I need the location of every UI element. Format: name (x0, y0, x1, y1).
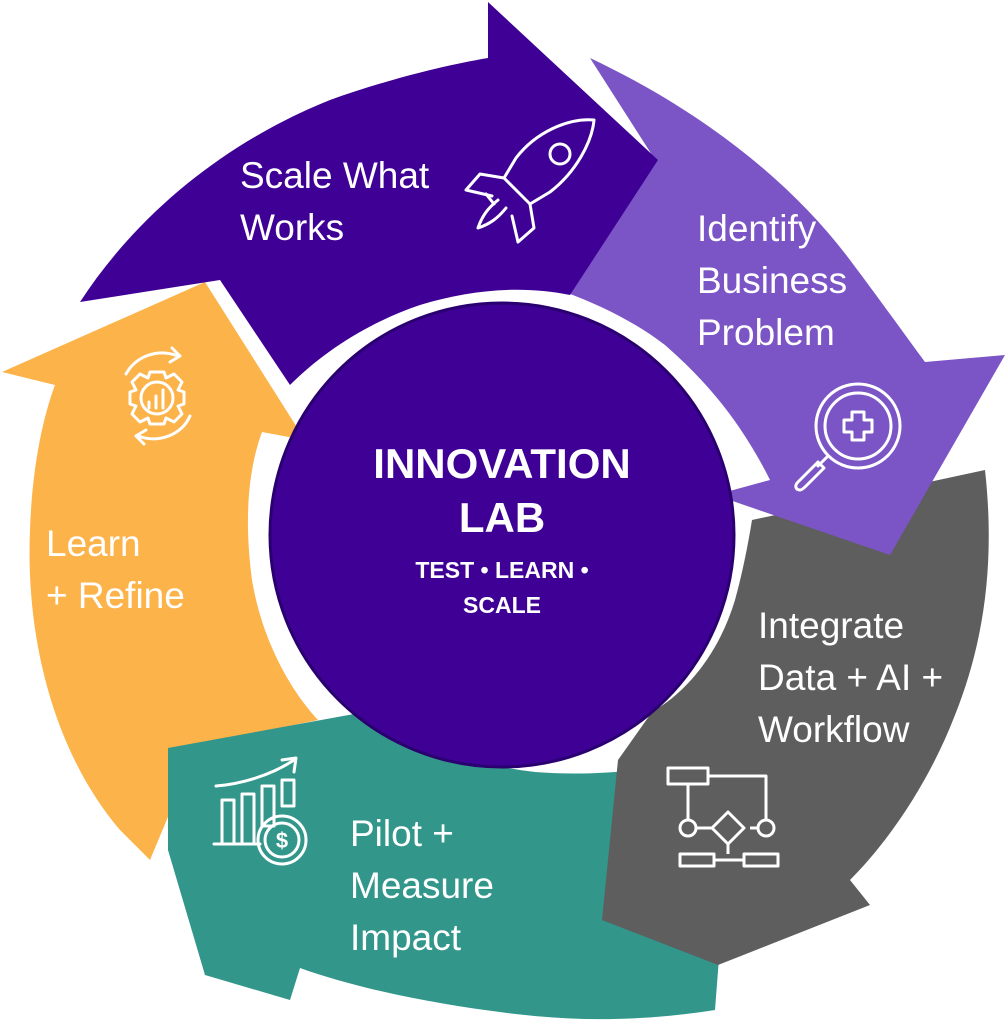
label-line: Works (240, 207, 345, 248)
segment-label-integrate: Integrate Data + AI + Workflow (758, 600, 943, 756)
center-circle (268, 301, 736, 769)
label-line: Workflow (758, 709, 910, 750)
label-line: Problem (697, 312, 835, 353)
growth-chart-dollar-icon: $ (210, 756, 314, 868)
segment-label-pilot: Pilot + Measure Impact (350, 808, 494, 964)
arrow-identify (565, 58, 1005, 555)
arrow-integrate (602, 470, 989, 965)
label-line: Pilot + (350, 813, 454, 854)
magnifier-plus-icon (788, 378, 908, 493)
label-line: Identify (697, 208, 817, 249)
flowchart-icon (664, 762, 782, 870)
label-line: Measure (350, 865, 494, 906)
center-title-line1: INNOVATION (373, 440, 631, 487)
rocket-icon (458, 112, 606, 252)
label-line: + Refine (46, 575, 185, 616)
label-line: Data + AI + (758, 657, 944, 698)
segment-label-identify: Identify Business Problem (697, 203, 847, 359)
segment-label-learn: Learn + Refine (46, 518, 185, 622)
arrow-pilot-measure (168, 712, 735, 1020)
label-line: Learn (46, 523, 141, 564)
center-title-line2: LAB (458, 494, 546, 541)
arrow-learn-refine (2, 282, 318, 860)
svg-text:$: $ (276, 828, 288, 853)
center-subtitle-line1: TEST • LEARN • (415, 557, 589, 583)
center-subtitle-line2: SCALE (463, 592, 541, 618)
arrow-scale (80, 2, 658, 385)
gear-chart-cycle-icon (106, 346, 208, 446)
label-line: Impact (350, 917, 462, 958)
label-line: Integrate (758, 605, 905, 646)
segment-label-scale: Scale What Works (240, 150, 429, 254)
label-line: Business (697, 260, 848, 301)
label-line: Scale What (240, 155, 430, 196)
